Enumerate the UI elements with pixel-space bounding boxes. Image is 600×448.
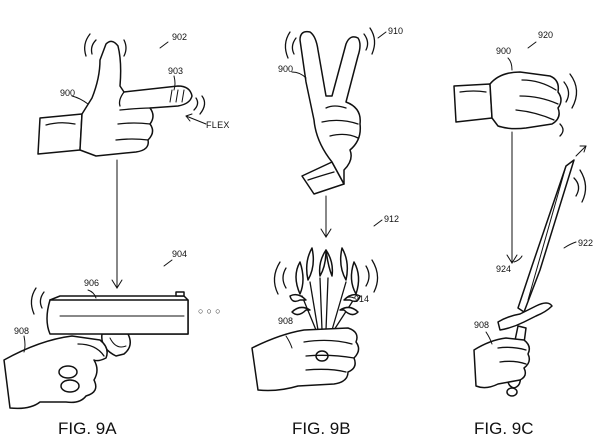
ref-908-9b: 908 bbox=[278, 316, 293, 326]
ref-914: 914 bbox=[354, 294, 369, 304]
ref-922: 922 bbox=[578, 238, 593, 248]
figure-9a: ○ ○ ○ 902 900 903 FLEX 904 906 908 FIG. … bbox=[3, 32, 230, 438]
ref-920: 920 bbox=[538, 30, 553, 40]
ref-924: 924 bbox=[496, 264, 511, 274]
ref-904: 904 bbox=[172, 249, 187, 259]
finger-gun-hand bbox=[37, 33, 207, 157]
peace-sign-hand bbox=[284, 27, 376, 195]
transform-arrow-9a bbox=[111, 159, 123, 289]
caption-fig-9c: FIG. 9C bbox=[474, 419, 534, 438]
ref-908-9a: 908 bbox=[14, 326, 29, 336]
flex-label: FLEX bbox=[206, 120, 230, 130]
ref-900-9a: 900 bbox=[60, 88, 75, 98]
holding-hand-9a bbox=[3, 335, 108, 410]
ref-910: 910 bbox=[388, 26, 403, 36]
holding-hand-9c bbox=[473, 337, 531, 389]
handgun bbox=[30, 287, 189, 357]
ref-902: 902 bbox=[172, 32, 187, 42]
caption-fig-9b: FIG. 9B bbox=[292, 419, 351, 438]
ref-908-9c: 908 bbox=[474, 320, 489, 330]
ref-906: 906 bbox=[84, 278, 99, 288]
transform-arrow-9b bbox=[320, 195, 332, 238]
fist-hand bbox=[453, 71, 578, 137]
holding-hand-9b bbox=[251, 327, 360, 392]
figure-9c: 900 920 922 924 908 FIG. 9C bbox=[453, 30, 593, 438]
transform-arrow-9c bbox=[506, 131, 518, 264]
figure-9b: 910 900 912 914 908 FIG. 9B bbox=[251, 26, 403, 438]
caption-fig-9a: FIG. 9A bbox=[58, 419, 117, 438]
ref-903: 903 bbox=[168, 66, 183, 76]
ellipsis: ○ ○ ○ bbox=[198, 306, 221, 316]
flower-bouquet bbox=[273, 247, 379, 331]
ref-900-9b: 900 bbox=[278, 64, 293, 74]
ref-900-9c: 900 bbox=[496, 46, 511, 56]
ref-912: 912 bbox=[384, 214, 399, 224]
